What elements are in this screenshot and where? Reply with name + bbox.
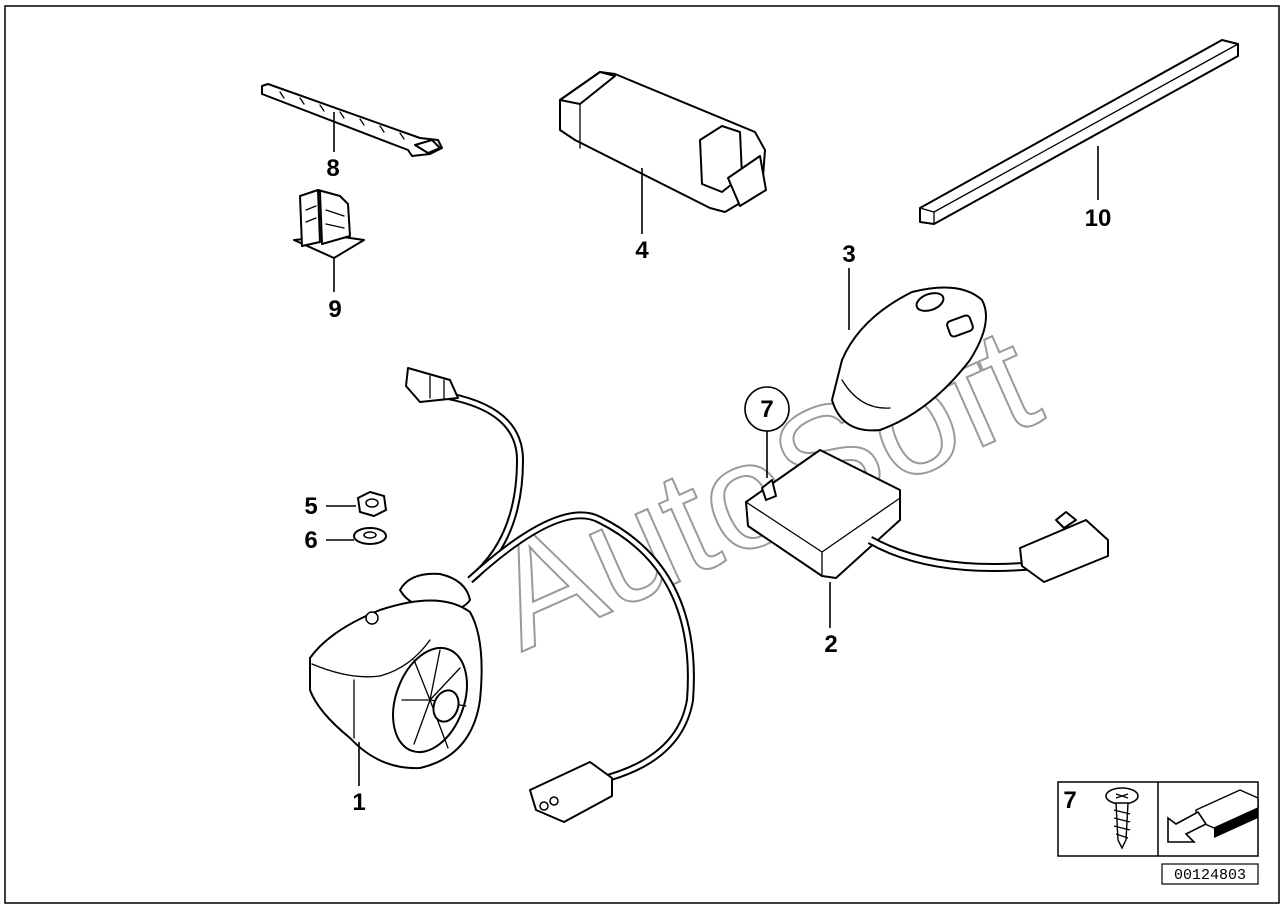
remote-key-part[interactable] bbox=[831, 286, 987, 432]
part-label-4: 4 bbox=[635, 237, 649, 264]
diagram-frame bbox=[4, 5, 1280, 904]
cable-tie-part[interactable] bbox=[261, 83, 443, 157]
part-label-10: 10 bbox=[1085, 205, 1112, 232]
part-label-5: 5 bbox=[304, 493, 317, 520]
alarm-siren-part[interactable] bbox=[309, 367, 695, 823]
screw-icon bbox=[1105, 787, 1139, 850]
legend-item-number: 7 bbox=[1063, 787, 1076, 814]
image-code-box bbox=[1161, 863, 1259, 885]
washer-part[interactable] bbox=[353, 527, 387, 545]
part-label-1: 1 bbox=[352, 789, 365, 816]
part-label-3: 3 bbox=[842, 241, 855, 268]
image-code: 00124803 bbox=[1174, 867, 1246, 884]
part-label-7: 7 bbox=[760, 396, 773, 423]
part-label-8: 8 bbox=[326, 155, 339, 182]
battery-pack-part[interactable] bbox=[559, 71, 767, 213]
screw-legend-box[interactable]: 7 bbox=[1057, 781, 1259, 857]
part-label-9: 9 bbox=[328, 296, 341, 323]
adhesive-strip-part[interactable] bbox=[919, 39, 1239, 225]
hex-nut-part[interactable] bbox=[357, 491, 387, 517]
control-module-part[interactable] bbox=[745, 449, 1109, 583]
part-label-2: 2 bbox=[824, 631, 837, 658]
part-label-6: 6 bbox=[304, 527, 317, 554]
arrow-icon bbox=[1167, 789, 1259, 843]
clip-part[interactable] bbox=[293, 189, 365, 259]
